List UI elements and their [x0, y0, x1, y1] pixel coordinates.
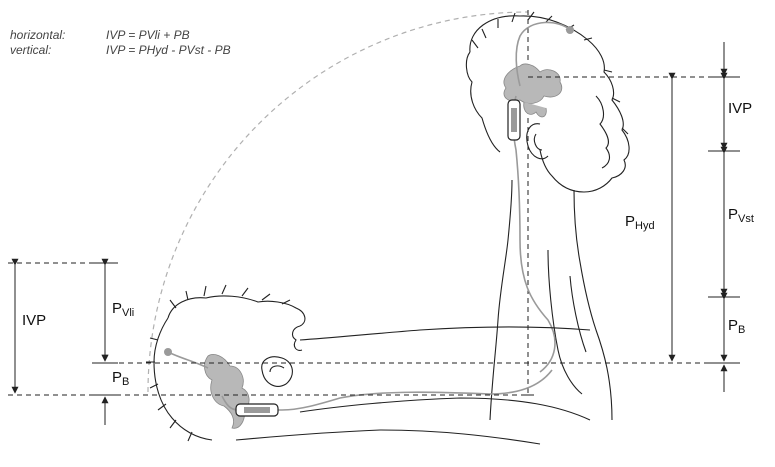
label-p-vst: PVst: [728, 206, 754, 225]
label-p-hyd: PHyd: [625, 213, 655, 232]
upright-ventricle: [503, 63, 563, 118]
vertical-key: vertical:: [10, 43, 52, 57]
label-p-vst-sub: Vst: [738, 213, 754, 225]
label-p-b-right: PB: [728, 317, 745, 336]
label-p-b-right-main: P: [728, 317, 739, 334]
label-p-b-left-sub: B: [122, 376, 130, 388]
lying-child-outline: [146, 284, 591, 445]
horizontal-key: horizontal:: [10, 28, 66, 42]
vertical-formula: IVP = PHyd - PVst - PB: [106, 43, 231, 57]
label-p-b-left-main: P: [112, 369, 123, 386]
rotation-arc: [147, 11, 529, 393]
label-right-ivp: IVP: [728, 100, 753, 117]
lying-ventricle: [204, 354, 250, 429]
upright-child-outline: [465, 11, 630, 421]
label-p-vli-main: P: [112, 300, 123, 317]
label-p-b-right-sub: B: [738, 324, 746, 336]
label-p-hyd-main: P: [625, 213, 636, 230]
dimension-arrows: [11, 42, 728, 425]
label-p-vli-sub: Vli: [122, 307, 135, 319]
label-p-b-left: PB: [112, 369, 129, 388]
label-left-ivp: IVP: [22, 312, 47, 329]
label-p-hyd-sub: Hyd: [635, 220, 655, 232]
label-p-vst-main: P: [728, 206, 739, 223]
label-p-vli: PVli: [112, 300, 134, 319]
horizontal-formula: IVP = PVli + PB: [106, 28, 190, 42]
